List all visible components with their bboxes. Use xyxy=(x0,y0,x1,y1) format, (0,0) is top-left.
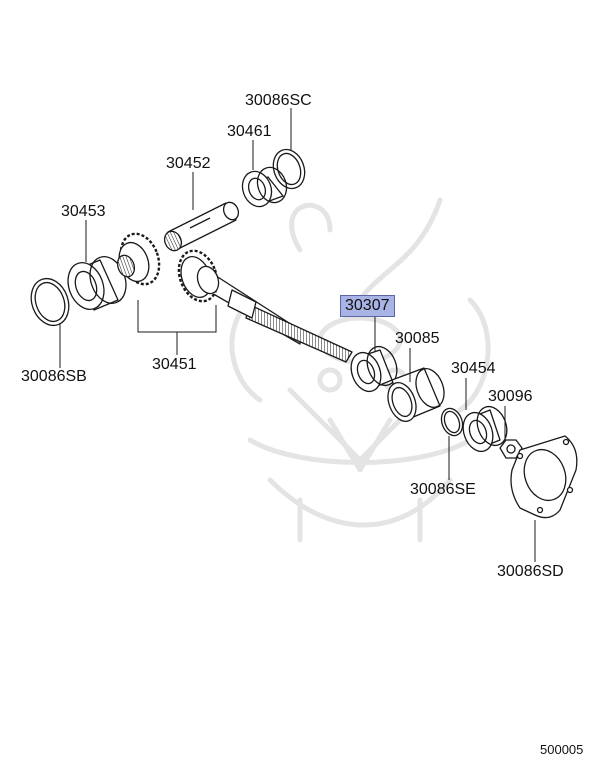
part-label-30454[interactable]: 30454 xyxy=(451,360,496,377)
output-shaft-30451[interactable] xyxy=(172,245,353,363)
leader-lines xyxy=(59,108,536,562)
gear-30451-left[interactable] xyxy=(114,228,166,289)
bearing-30454[interactable] xyxy=(458,402,512,455)
bearing-30453[interactable] xyxy=(62,252,132,315)
part-label-30086sc[interactable]: 30086SC xyxy=(245,92,312,109)
diagram-number: 500005 xyxy=(540,742,584,757)
snap-ring-30086se[interactable] xyxy=(438,405,466,438)
shaft-30452[interactable] xyxy=(162,200,242,254)
part-label-30307[interactable]: 30307 xyxy=(340,295,395,317)
part-label-30452[interactable]: 30452 xyxy=(166,155,211,172)
part-label-30086sd[interactable]: 30086SD xyxy=(497,563,564,580)
bearing-30461[interactable] xyxy=(238,163,292,210)
snap-ring-30086sb[interactable] xyxy=(25,273,75,330)
bearing-30307[interactable] xyxy=(346,342,402,395)
part-label-30085[interactable]: 30085 xyxy=(395,330,440,347)
part-label-30461[interactable]: 30461 xyxy=(227,123,272,140)
part-label-30096[interactable]: 30096 xyxy=(488,388,533,405)
part-label-30086se[interactable]: 30086SE xyxy=(410,481,476,498)
part-label-30453[interactable]: 30453 xyxy=(61,203,106,220)
gasket-30086sd[interactable] xyxy=(510,435,578,519)
part-label-30451[interactable]: 30451 xyxy=(152,356,197,373)
sleeve-30085[interactable] xyxy=(383,365,449,425)
nut-30096[interactable] xyxy=(499,439,523,459)
part-label-30086sb[interactable]: 30086SB xyxy=(21,368,87,385)
